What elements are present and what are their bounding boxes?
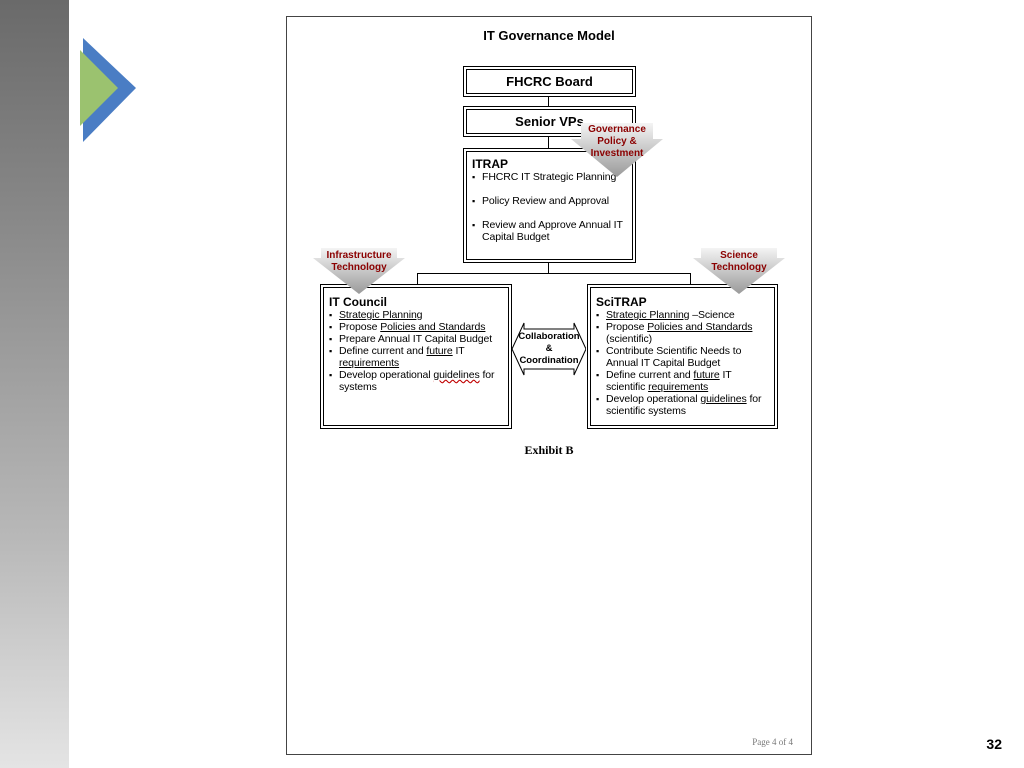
scitrap-b4c-text: IT scientific xyxy=(606,369,732,393)
scitrap-item-1: Strategic Planning –Science xyxy=(596,309,772,321)
exhibit-label: Exhibit B xyxy=(524,443,574,457)
governance-line-3: Investment xyxy=(590,148,644,159)
scitrap-b5a-text: Develop operational xyxy=(606,393,701,405)
slide-number: 32 xyxy=(986,736,1002,752)
slide-sidebar xyxy=(0,0,69,768)
council-item-2: Propose Policies and Standards xyxy=(329,321,505,333)
science-line-1: Science xyxy=(720,250,758,261)
scitrap-b4b-text: future xyxy=(693,369,720,381)
page-footer: Page 4 of 4 xyxy=(752,737,793,747)
infrastructure-line-2: Technology xyxy=(331,262,387,273)
council-item-3: Prepare Annual IT Capital Budget xyxy=(329,333,505,345)
science-label: Science Technology xyxy=(693,250,785,274)
board-label: FHCRC Board xyxy=(506,74,593,89)
scitrap-b1b-text: –Science xyxy=(689,309,735,321)
collab-line-3: Coordination xyxy=(519,355,579,366)
council-b2b-text: Policies and Standards xyxy=(380,321,486,333)
scitrap-b5b-text: guidelines xyxy=(700,393,747,405)
council-b5c-text: for systems xyxy=(339,369,495,393)
itrap-item-1: FHCRC IT Strategic Planning xyxy=(472,171,630,183)
document-page: IT Governance Model FHCRC Board Senior V… xyxy=(286,16,812,755)
scitrap-item-4: Define current and future IT scientific … xyxy=(596,369,772,393)
connector-right-down xyxy=(690,273,691,284)
infrastructure-callout: Infrastructure Technology xyxy=(313,248,405,294)
council-item-1: Strategic Planning xyxy=(329,309,505,321)
council-b4d-text: requirements xyxy=(339,357,400,369)
itrap-item-3: Review and Approve Annual IT Capital Bud… xyxy=(472,219,630,243)
scitrap-item-2: Propose Policies and Standards (scientif… xyxy=(596,321,772,345)
down-arrow-shape-icon xyxy=(693,248,785,294)
science-callout: Science Technology xyxy=(693,248,785,294)
connector-left-down xyxy=(417,273,418,284)
it-council-content: IT Council Strategic Planning Propose Po… xyxy=(329,295,505,394)
diagram-title: IT Governance Model xyxy=(483,28,615,43)
council-b1-text: Strategic Planning xyxy=(339,309,423,321)
collaboration-label: Collaboration & Coordination xyxy=(512,331,586,367)
council-b5b-text: guidelines xyxy=(433,369,480,381)
council-b4b-text: future xyxy=(426,345,453,357)
science-line-2: Technology xyxy=(711,262,767,273)
scitrap-b2c-text: (scientific) xyxy=(606,333,653,345)
governance-label: Governance Policy & Investment xyxy=(571,124,663,160)
scitrap-content: SciTRAP Strategic Planning –Science Prop… xyxy=(596,295,772,418)
collab-line-1: Collaboration xyxy=(518,331,580,342)
scitrap-b2a-text: Propose xyxy=(606,321,648,333)
council-b2a-text: Propose xyxy=(339,321,381,333)
scitrap-b4d-text: requirements xyxy=(648,381,709,393)
down-arrow-shape-icon xyxy=(571,123,663,177)
governance-line-1: Governance xyxy=(588,124,646,135)
infrastructure-line-1: Infrastructure xyxy=(326,250,392,261)
down-arrow-shape-icon xyxy=(313,248,405,294)
council-b4c-text: IT xyxy=(452,345,465,357)
council-b5a-text: Develop operational xyxy=(339,369,434,381)
council-item-4: Define current and future IT requirement… xyxy=(329,345,505,369)
collaboration-arrow: Collaboration & Coordination xyxy=(512,321,586,377)
scitrap-title: SciTRAP xyxy=(596,295,647,309)
board-box: FHCRC Board xyxy=(463,66,636,97)
connector-horizontal xyxy=(417,273,691,274)
it-council-title: IT Council xyxy=(329,295,387,309)
scitrap-b2b-text: Policies and Standards xyxy=(647,321,753,333)
itrap-title: ITRAP xyxy=(472,157,508,171)
itrap-content: ITRAP FHCRC IT Strategic Planning Policy… xyxy=(472,158,630,255)
scitrap-item-3: Contribute Scientific Needs to Annual IT… xyxy=(596,345,772,369)
itrap-list: FHCRC IT Strategic Planning Policy Revie… xyxy=(472,171,630,243)
council-item-5: Develop operational guidelines for syste… xyxy=(329,369,505,393)
scitrap-b1a-text: Strategic Planning xyxy=(606,309,690,321)
governance-callout: Governance Policy & Investment xyxy=(571,123,663,177)
council-b4a-text: Define current and xyxy=(339,345,427,357)
scitrap-b4a-text: Define current and xyxy=(606,369,694,381)
double-arrow-icon xyxy=(512,322,586,376)
itrap-item-2: Policy Review and Approval xyxy=(472,195,630,207)
connector-itrap-down xyxy=(548,262,549,274)
collab-line-2: & xyxy=(545,343,553,354)
it-council-box: IT Council Strategic Planning Propose Po… xyxy=(320,284,512,429)
it-council-list: Strategic Planning Propose Policies and … xyxy=(329,309,505,393)
chevron-arrow-icon xyxy=(80,38,136,142)
scitrap-box: SciTRAP Strategic Planning –Science Prop… xyxy=(587,284,778,429)
scitrap-list: Strategic Planning –Science Propose Poli… xyxy=(596,309,772,417)
scitrap-item-5: Develop operational guidelines for scien… xyxy=(596,393,772,417)
scitrap-b5c-text: for scientific systems xyxy=(606,393,762,417)
connector-board-vps xyxy=(548,96,549,106)
senior-vps-label: Senior VPs xyxy=(515,114,584,129)
connector-vps-itrap xyxy=(548,136,549,148)
governance-line-2: Policy & xyxy=(597,136,637,147)
infrastructure-label: Infrastructure Technology xyxy=(313,250,405,274)
